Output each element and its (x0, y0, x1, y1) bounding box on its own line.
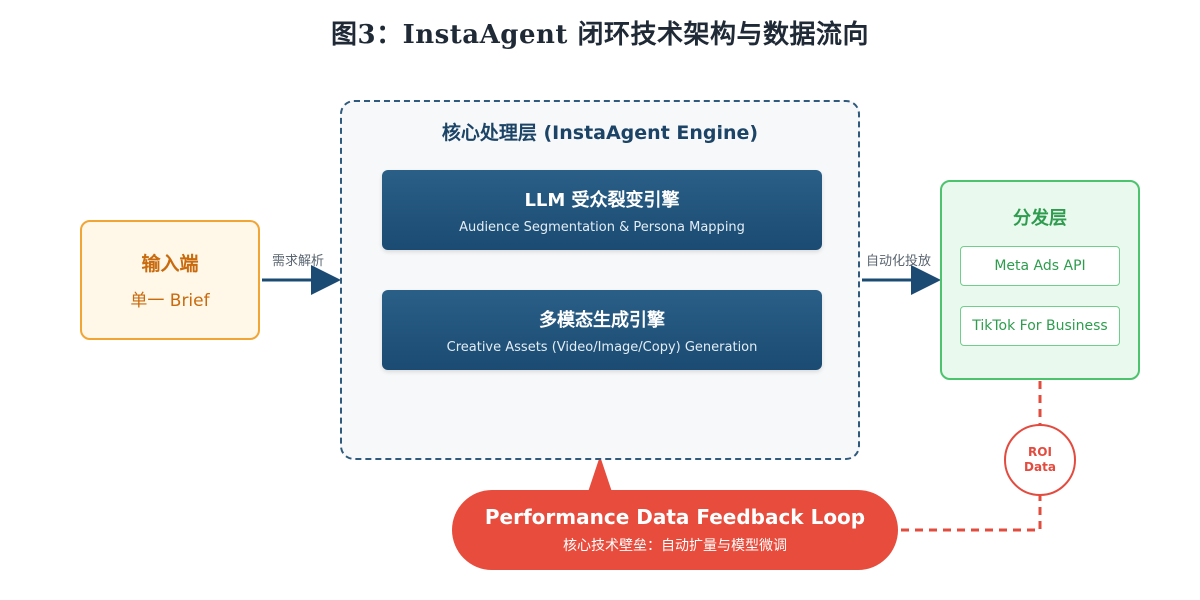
meta-ads-api-node: Meta Ads API (960, 246, 1120, 286)
engine-subtitle: Creative Assets (Video/Image/Copy) Gener… (446, 339, 758, 355)
llm-audience-engine: LLM 受众裂变引擎 Audience Segmentation & Perso… (382, 170, 822, 250)
engine-title: LLM 受众裂变引擎 (524, 189, 680, 211)
core-layer-title: 核心处理层 (InstaAgent Engine) (441, 122, 759, 144)
roi-label: ROI (1028, 445, 1052, 459)
multimodal-generation-engine: 多模态生成引擎 Creative Assets (Video/Image/Cop… (382, 290, 822, 370)
engine-title: 多模态生成引擎 (539, 309, 665, 331)
tiktok-for-business-node: TikTok For Business (960, 306, 1120, 346)
input-node-title: 输入端 (141, 253, 199, 275)
input-node: 输入端 单一 Brief (80, 220, 260, 340)
edge-label-deploy: 自动化投放 (866, 254, 932, 269)
input-node-subtitle: 单一 Brief (130, 291, 210, 311)
engine-subtitle: Audience Segmentation & Persona Mapping (459, 219, 745, 235)
core-processing-layer: 核心处理层 (InstaAgent Engine) LLM 受众裂变引擎 Aud… (340, 100, 860, 460)
distribution-layer: 分发层 Meta Ads API TikTok For Business (940, 180, 1140, 380)
feedback-loop-title: Performance Data Feedback Loop (484, 505, 866, 529)
diagram-title: 图3：InstaAgent 闭环技术架构与数据流向 (330, 20, 869, 50)
roi-data-badge: ROI Data (1004, 424, 1076, 496)
roi-data-label: Data (1024, 460, 1056, 474)
feedback-loop-node: Performance Data Feedback Loop 核心技术壁垒：自动… (452, 490, 898, 570)
feedback-loop-subtitle: 核心技术壁垒：自动扩量与模型微调 (563, 538, 787, 554)
feedback-pointer (588, 456, 612, 492)
distribution-layer-title: 分发层 (1013, 208, 1067, 229)
edge-label-parse: 需求解析 (272, 254, 325, 269)
